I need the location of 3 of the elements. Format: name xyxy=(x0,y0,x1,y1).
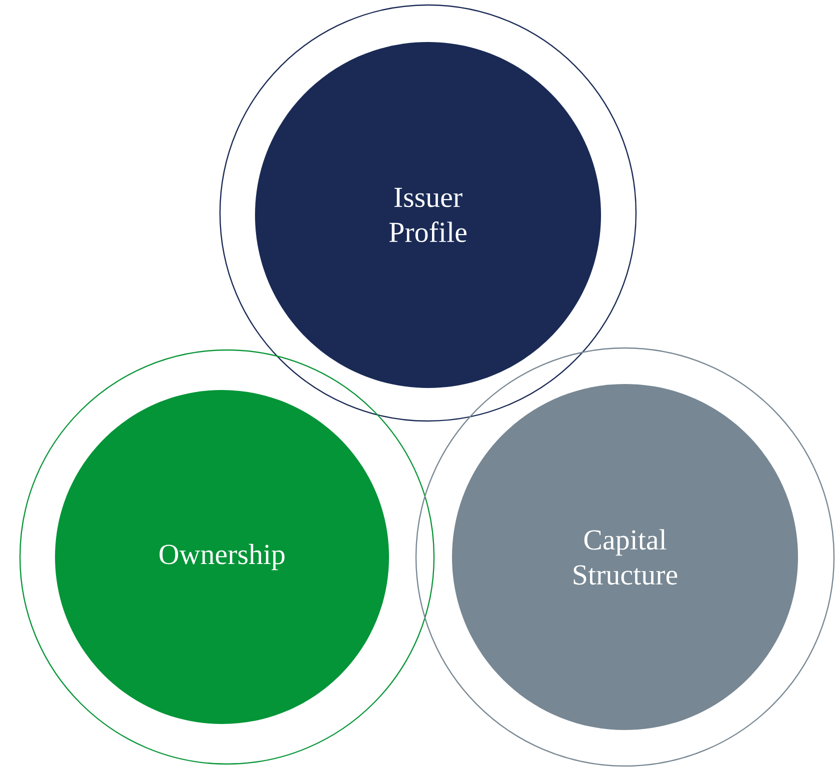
ring-outline xyxy=(219,4,637,422)
ring-outline xyxy=(415,347,835,767)
ring-outline xyxy=(19,349,435,765)
